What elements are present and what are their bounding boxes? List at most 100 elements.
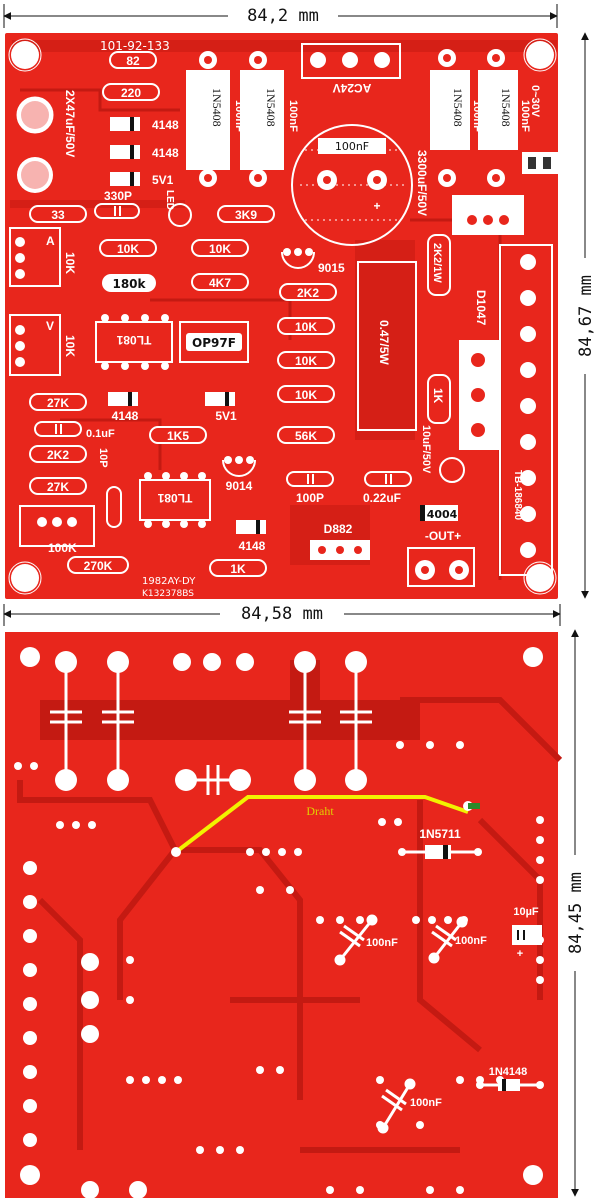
mount-hole-bottom-bl <box>20 1165 40 1185</box>
diode-1n5408-b: 1N5408 <box>240 70 284 170</box>
mount-hole-bl <box>8 561 42 595</box>
led: LED <box>164 190 192 227</box>
svg-text:1N5408: 1N5408 <box>210 88 224 127</box>
svg-text:33: 33 <box>51 208 65 222</box>
svg-text:1K: 1K <box>431 388 445 404</box>
pot-a: A 10K <box>9 227 77 287</box>
svg-text:2K2: 2K2 <box>47 448 69 462</box>
svg-text:D1047: D1047 <box>474 290 488 326</box>
svg-text:+: + <box>517 948 523 960</box>
svg-text:10K: 10K <box>295 320 317 334</box>
svg-text:180k: 180k <box>112 277 146 291</box>
diode-1n5711: 1N5711 <box>398 827 482 859</box>
cap-100nf-d: 100nF <box>519 100 531 132</box>
bottom-left-terminal-pads <box>23 861 147 1199</box>
res-10k-e: 10K <box>277 385 335 403</box>
svg-text:4K7: 4K7 <box>209 276 231 290</box>
res-4k7: 4K7 <box>191 273 249 291</box>
res-1k5: 1K5 <box>149 426 207 444</box>
svg-text:TL081: TL081 <box>157 491 192 505</box>
res-56k: 56K <box>277 426 335 444</box>
svg-text:1N4148: 1N4148 <box>489 1066 528 1078</box>
svg-text:270K: 270K <box>84 559 113 573</box>
svg-text:100nF: 100nF <box>335 140 369 153</box>
svg-text:2X47uF/50V: 2X47uF/50V <box>63 90 77 157</box>
mount-hole-bottom-tl <box>20 647 40 667</box>
svg-text:10uF/50V: 10uF/50V <box>420 425 432 474</box>
dim-bottom-width: 84,58 mm <box>3 602 561 626</box>
svg-text:4148: 4148 <box>152 118 179 132</box>
svg-text:TL081: TL081 <box>116 333 151 347</box>
diode-1n4148-bottom: 1N4148 <box>476 1066 544 1091</box>
cap-10p: 10P <box>97 448 122 528</box>
svg-text:56K: 56K <box>295 429 317 443</box>
cap-100nf-bottom-a <box>334 914 378 966</box>
res-2k2-b: 2K2 <box>29 445 87 463</box>
svg-text:4004: 4004 <box>427 508 458 521</box>
svg-text:10µF: 10µF <box>513 906 539 918</box>
pcb-top-board: 101-92-133 82 220 4148 4148 5V1 2X <box>5 33 558 599</box>
svg-text:4148: 4148 <box>239 539 266 553</box>
cap-100nf-b: 100nF <box>287 100 299 132</box>
cap-100nf-bottom-b <box>428 916 468 964</box>
dim-bottom-width-label: 84,58 mm <box>241 604 323 624</box>
svg-text:TB-186840: TB-186840 <box>512 470 523 520</box>
terminal-ac24v: AC24V <box>301 43 401 95</box>
cap-100nf-bottom-c <box>377 1078 416 1134</box>
svg-text:10K: 10K <box>63 252 77 274</box>
svg-text:10K: 10K <box>209 242 231 256</box>
cap-3300uf: 100nF + 3300uF/50V <box>291 124 429 246</box>
res-1k-b: 1K <box>209 559 267 577</box>
cap-100nf-bottom-b-label: 100nF <box>455 935 487 947</box>
board-id: 101-92-133 <box>100 39 170 53</box>
res-0-47-5w: 0.47/5W <box>357 261 417 431</box>
svg-text:A: A <box>46 234 55 248</box>
cap-0-22uf: 0.22uF <box>363 471 412 505</box>
transistor-block-top <box>452 195 524 235</box>
res-2k2-a: 2K2 <box>279 283 337 301</box>
res-82: 82 <box>109 51 157 69</box>
dim-top-height: 84,67 mm <box>574 32 598 599</box>
svg-text:3K9: 3K9 <box>235 208 257 222</box>
res-10k-c: 10K <box>277 317 335 335</box>
svg-text:220: 220 <box>121 86 141 100</box>
diode-4004: 4004 <box>420 505 458 521</box>
cap-10uf-bottom: 10µF + <box>512 906 542 960</box>
transistor-d1047: D1047 <box>459 290 499 450</box>
ic-tl081-b: TL081 <box>139 472 211 528</box>
dim-top-width: 84,2 mm <box>3 4 558 28</box>
transistor-d882: D882 <box>310 522 370 560</box>
mount-hole-bottom-tr <box>523 647 543 667</box>
res-2k2-1w: 2K2/1W <box>427 234 451 296</box>
svg-text:1K5: 1K5 <box>167 429 189 443</box>
res-10k-a: 10K <box>99 239 157 257</box>
ic-op97f: OP97F <box>179 321 249 363</box>
res-180k: 180k <box>102 274 156 292</box>
pcb-bottom-board: Draht 1N5711 10µF + 100nF 100nF <box>5 632 563 1199</box>
bottom-traces <box>17 697 563 1153</box>
cap-100p: 100P <box>286 471 334 505</box>
mount-hole-tr <box>523 38 557 72</box>
pot-v: V 10K <box>9 314 77 376</box>
res-3k9: 3K9 <box>217 205 275 223</box>
svg-text:1K: 1K <box>230 562 246 576</box>
diode-4148-c: 4148 <box>108 392 139 423</box>
svg-text:27K: 27K <box>47 480 69 494</box>
res-10k-b: 10K <box>191 239 249 257</box>
svg-text:4148: 4148 <box>152 146 179 160</box>
svg-text:100P: 100P <box>296 491 324 505</box>
svg-text:27K: 27K <box>47 396 69 410</box>
diode-4148-a: 4148 <box>110 117 179 132</box>
zener-5v1-a: 5V1 <box>110 172 174 187</box>
svg-text:5V1: 5V1 <box>152 173 174 187</box>
cap-0-1uf: 0.1uF <box>34 421 115 440</box>
svg-text:1N5408: 1N5408 <box>264 88 278 127</box>
diode-1n5408-c: 1N5408 <box>430 70 470 150</box>
svg-text:1N5408: 1N5408 <box>451 88 465 127</box>
svg-text:10K: 10K <box>117 242 139 256</box>
svg-text:4148: 4148 <box>112 409 139 423</box>
dim-top-height-label: 84,67 mm <box>576 275 596 357</box>
svg-text:10P: 10P <box>97 448 109 468</box>
svg-text:0.47/5W: 0.47/5W <box>377 320 391 365</box>
